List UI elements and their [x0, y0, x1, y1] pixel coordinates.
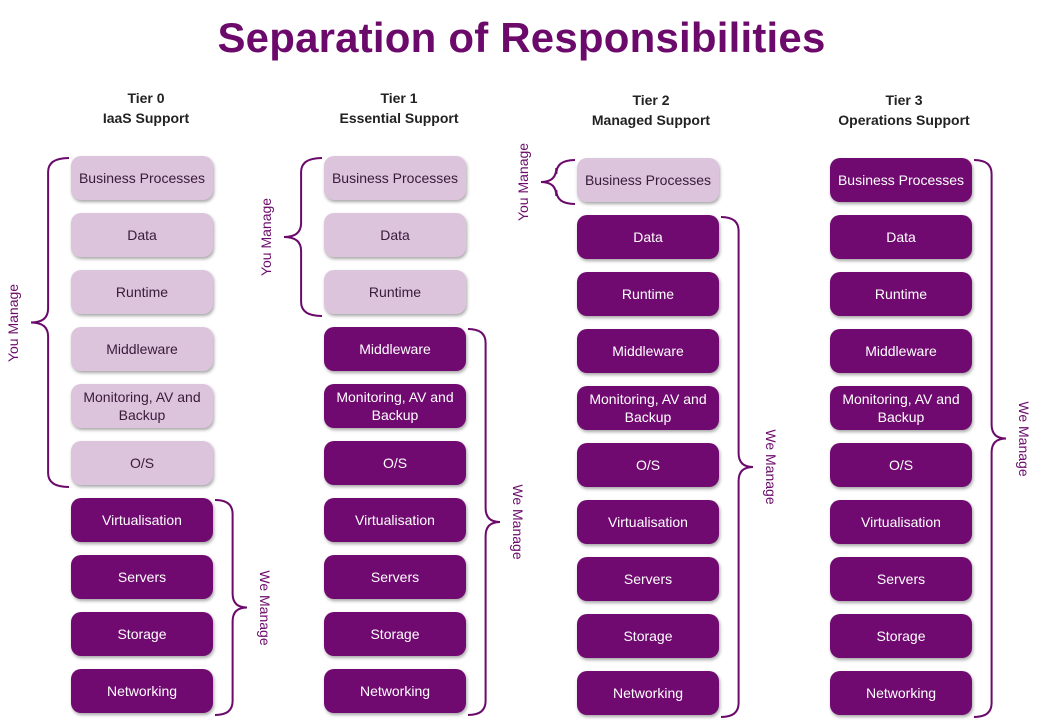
layer-box-servers: Servers [577, 557, 719, 601]
we-manage-bracket-1 [467, 328, 501, 716]
you-manage-bracket-2 [540, 159, 576, 205]
we-manage-bracket-0 [214, 499, 248, 716]
layer-box-networking: Networking [71, 669, 213, 713]
layer-box-middleware: Middleware [577, 329, 719, 373]
tier-number: Tier 2 [632, 92, 670, 108]
layer-box-data: Data [324, 213, 466, 257]
layer-box-o-s: O/S [830, 443, 972, 487]
layer-box-virtualisation: Virtualisation [324, 498, 466, 542]
layer-box-virtualisation: Virtualisation [71, 498, 213, 542]
layer-box-storage: Storage [71, 612, 213, 656]
layer-box-middleware: Middleware [71, 327, 213, 371]
layer-box-middleware: Middleware [324, 327, 466, 371]
layer-box-storage: Storage [830, 614, 972, 658]
layer-box-networking: Networking [577, 671, 719, 715]
layer-box-business-processes: Business Processes [324, 156, 466, 200]
layer-box-monitoring-av-and-backup: Monitoring, AV and Backup [71, 384, 213, 428]
layer-box-data: Data [830, 215, 972, 259]
tier-name: IaaS Support [102, 110, 190, 126]
layer-box-servers: Servers [71, 555, 213, 599]
tier-number: Tier 0 [127, 90, 165, 106]
layer-box-business-processes: Business Processes [71, 156, 213, 200]
layer-box-runtime: Runtime [324, 270, 466, 314]
layer-box-data: Data [71, 213, 213, 257]
tier-heading-0: Tier 0 IaaS Support [36, 88, 256, 128]
tier-name: Operations Support [838, 112, 970, 128]
layer-box-data: Data [577, 215, 719, 259]
tier-heading-3: Tier 3 Operations Support [794, 90, 1014, 130]
layer-box-storage: Storage [324, 612, 466, 656]
tier-number: Tier 1 [380, 90, 418, 106]
layer-box-runtime: Runtime [71, 270, 213, 314]
you-manage-bracket-1 [283, 157, 323, 317]
layer-box-servers: Servers [324, 555, 466, 599]
layer-box-monitoring-av-and-backup: Monitoring, AV and Backup [577, 386, 719, 430]
tier-number: Tier 3 [885, 92, 923, 108]
layer-box-monitoring-av-and-backup: Monitoring, AV and Backup [324, 384, 466, 428]
page-title: Separation of Responsibilities [217, 14, 826, 61]
layer-box-o-s: O/S [577, 443, 719, 487]
layer-box-runtime: Runtime [577, 272, 719, 316]
you-manage-bracket-0 [30, 157, 70, 488]
we-manage-bracket-2 [720, 216, 754, 718]
layer-box-servers: Servers [830, 557, 972, 601]
tier-name: Essential Support [339, 110, 459, 126]
layer-box-business-processes: Business Processes [577, 158, 719, 202]
layer-box-networking: Networking [830, 671, 972, 715]
layer-box-networking: Networking [324, 669, 466, 713]
we-manage-bracket-3 [973, 159, 1007, 718]
layer-box-virtualisation: Virtualisation [830, 500, 972, 544]
layer-box-business-processes: Business Processes [830, 158, 972, 202]
tier-heading-2: Tier 2 Managed Support [541, 90, 761, 130]
tier-name: Managed Support [591, 112, 711, 128]
layer-box-o-s: O/S [71, 441, 213, 485]
layer-box-middleware: Middleware [830, 329, 972, 373]
tier-heading-1: Tier 1 Essential Support [289, 88, 509, 128]
layer-box-o-s: O/S [324, 441, 466, 485]
layer-box-storage: Storage [577, 614, 719, 658]
layer-box-monitoring-av-and-backup: Monitoring, AV and Backup [830, 386, 972, 430]
layer-box-runtime: Runtime [830, 272, 972, 316]
layer-box-virtualisation: Virtualisation [577, 500, 719, 544]
